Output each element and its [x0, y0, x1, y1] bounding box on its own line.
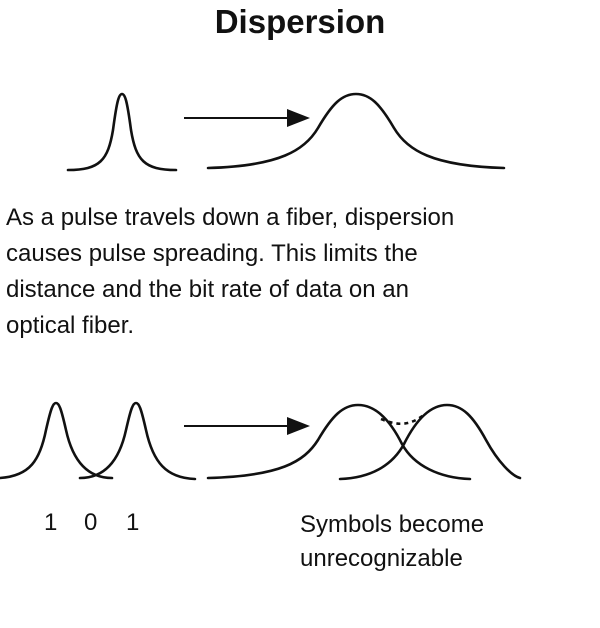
diagram-title: Dispersion: [214, 3, 386, 40]
unrecognizable-caption: Symbols become unrecognizable: [300, 508, 484, 576]
merged-region-dashed: [380, 412, 426, 425]
description-line: optical fiber.: [6, 312, 135, 339]
bit-label: 0: [84, 509, 98, 536]
propagation-arrow-top: [184, 109, 310, 127]
description-line: causes pulse spreading. This limits the: [6, 240, 418, 267]
overlapped-pulse-right: [338, 403, 522, 481]
narrow-pulse: [66, 92, 178, 172]
broadened-pulse: [206, 92, 506, 170]
caption-line: unrecognizable: [300, 545, 463, 572]
dispersion-diagram: [0, 92, 522, 481]
bit-pulse-1: [0, 401, 114, 480]
propagation-arrow-bottom: [184, 417, 310, 435]
bit-sequence: 1 0 1: [44, 508, 139, 628]
caption-line: Symbols become: [300, 511, 485, 538]
bit-pulse-3: [78, 401, 197, 481]
overlapped-pulse-left: [206, 403, 472, 481]
bit-label: 1: [44, 509, 58, 536]
description-line: As a pulse travels down a fiber, dispers…: [6, 204, 455, 231]
description-line: distance and the bit rate of data on an: [6, 276, 409, 303]
description-text: As a pulse travels down a fiber, dispers…: [6, 200, 591, 344]
bit-label: 1: [126, 509, 140, 536]
